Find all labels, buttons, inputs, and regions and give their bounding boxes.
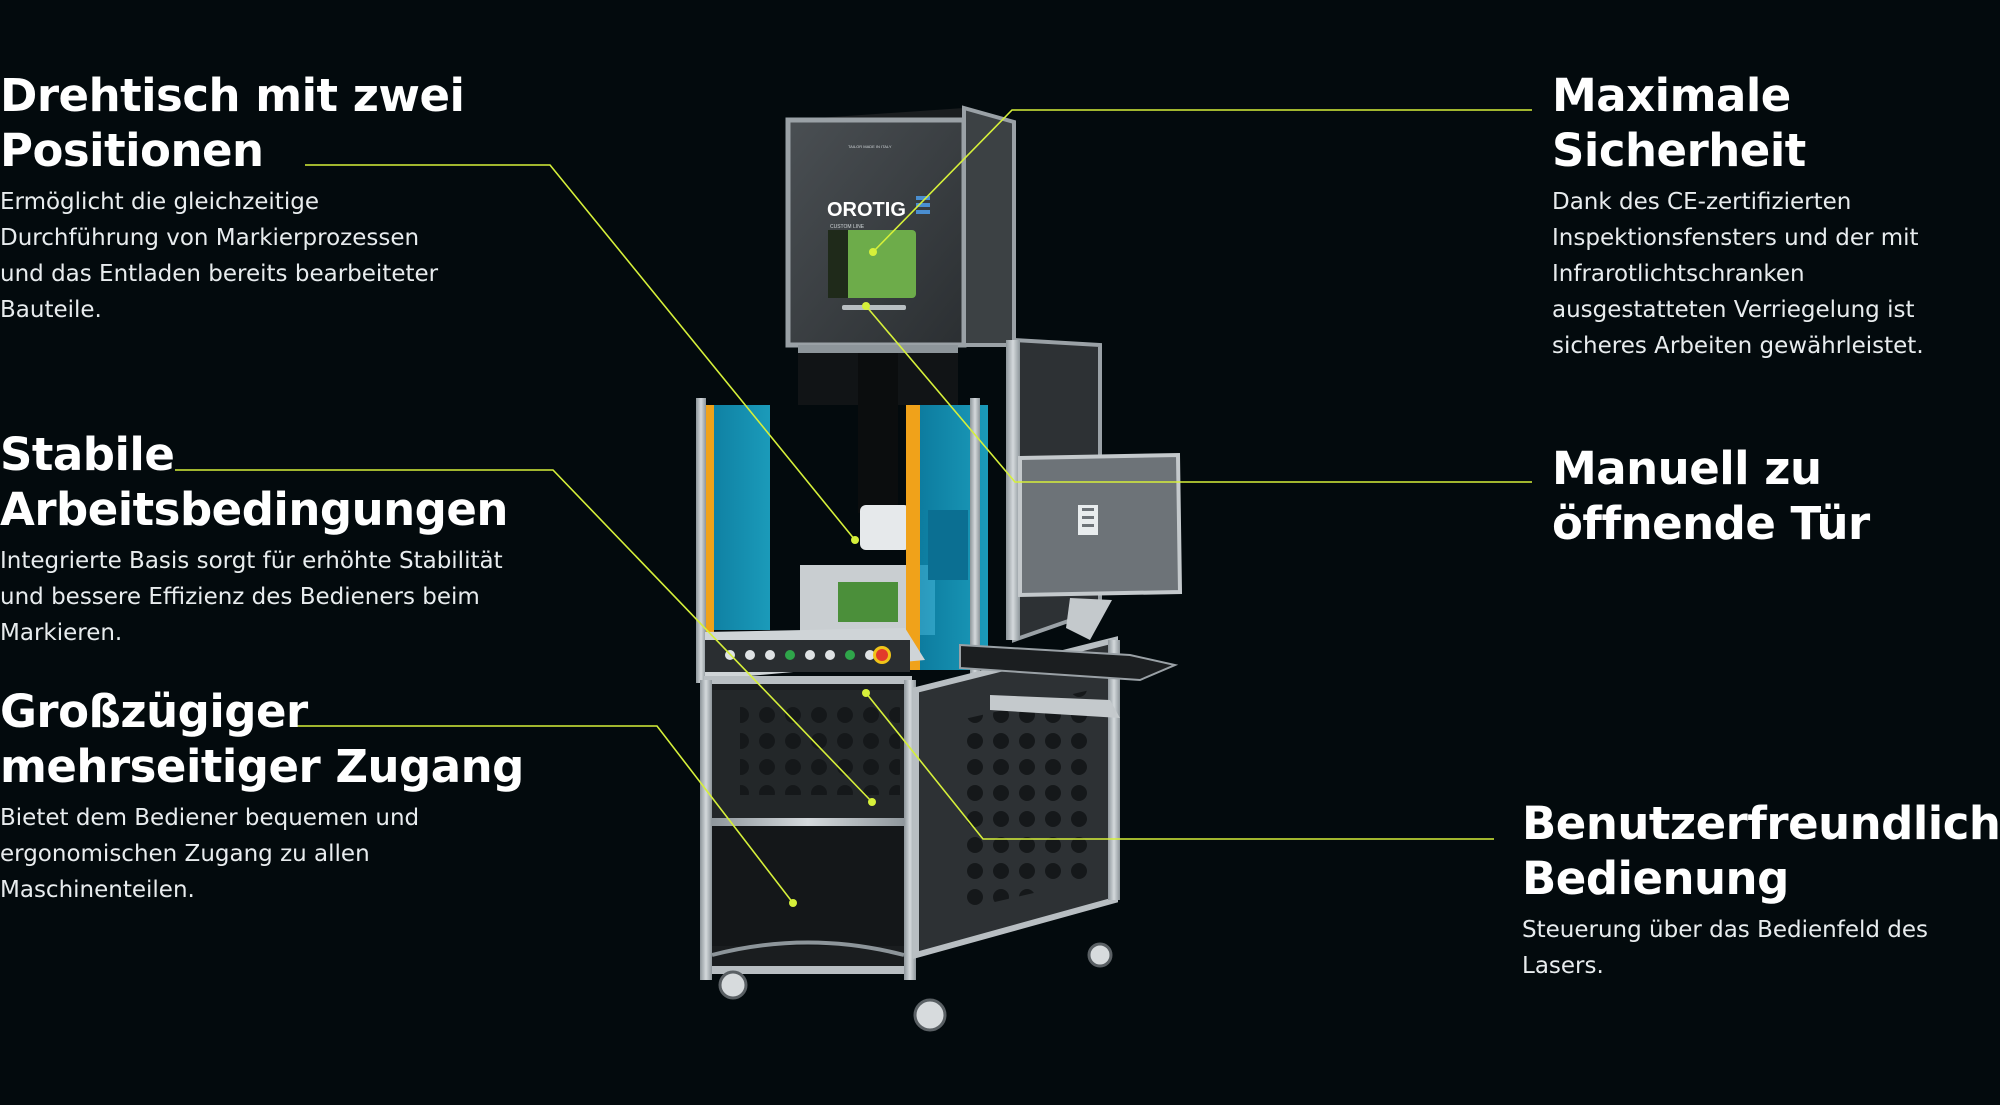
top-cabinet: OROTIG CUSTOM LINE TAILOR MADE IN ITALY bbox=[785, 105, 1016, 348]
machine-brand: OROTIG bbox=[827, 199, 906, 221]
feature-tuer: Manuell zu öffnende Tür bbox=[1552, 441, 1992, 551]
base-frame bbox=[700, 636, 1120, 980]
feature-title: Manuell zu öffnende Tür bbox=[1552, 442, 1870, 550]
feature-text: Steuerung über das Bedienfeld des Lasers… bbox=[1522, 917, 1929, 979]
marking-column bbox=[798, 345, 958, 635]
feature-sicherheit: Maximale Sicherheit Dank des CE-zertifiz… bbox=[1552, 68, 1992, 364]
callout-dot-tuer bbox=[862, 302, 870, 310]
feature-title: Stabile Arbeitsbedingungen bbox=[0, 428, 508, 536]
feature-title: Benutzerfreundliche Bedienung bbox=[1522, 797, 2000, 905]
machine-subtitle: CUSTOM LINE bbox=[830, 224, 865, 230]
callout-line-tuer bbox=[865, 305, 1532, 483]
feature-text: Bietet dem Bediener bequemen und ergonom… bbox=[0, 805, 420, 903]
monitor-workstation bbox=[959, 452, 1183, 718]
feature-stabile: Stabile Arbeitsbedingungen Integrierte B… bbox=[0, 427, 560, 651]
callout-lines bbox=[175, 109, 1532, 904]
feature-bedienung: Benutzerfreundliche Bedienung Steuerung … bbox=[1522, 796, 2000, 984]
control-panel bbox=[705, 628, 925, 680]
callout-line-zugang bbox=[295, 725, 794, 904]
casters bbox=[718, 942, 1113, 1032]
callout-dot-stabile bbox=[868, 798, 876, 806]
glass-doors bbox=[696, 398, 988, 698]
callout-line-bedienung bbox=[865, 692, 1494, 840]
feature-text: Ermöglicht die gleichzeitige Durchführun… bbox=[0, 189, 439, 323]
feature-zugang: Großzügiger mehrseitiger Zugang Bietet d… bbox=[0, 684, 540, 908]
callout-dot-zugang bbox=[789, 899, 797, 907]
machine-tagline: TAILOR MADE IN ITALY bbox=[848, 144, 892, 149]
feature-title: Maximale Sicherheit bbox=[1552, 69, 1806, 177]
feature-title: Drehtisch mit zwei Positionen bbox=[0, 69, 465, 177]
callout-dot-drehtisch bbox=[851, 536, 859, 544]
callout-dot-bedienung bbox=[862, 689, 870, 697]
feature-text: Integrierte Basis sorgt für erhöhte Stab… bbox=[0, 548, 503, 646]
feature-drehtisch: Drehtisch mit zwei Positionen Ermöglicht… bbox=[0, 68, 520, 328]
feature-text: Dank des CE-zertifizierten Inspektionsfe… bbox=[1552, 189, 1924, 359]
feature-title: Großzügiger mehrseitiger Zugang bbox=[0, 685, 524, 793]
callout-dot-sicherheit bbox=[869, 248, 877, 256]
callout-line-stabile bbox=[175, 469, 873, 803]
callout-line-sicherheit bbox=[872, 109, 1532, 253]
callout-dots bbox=[789, 248, 877, 907]
callout-line-drehtisch bbox=[305, 164, 856, 541]
